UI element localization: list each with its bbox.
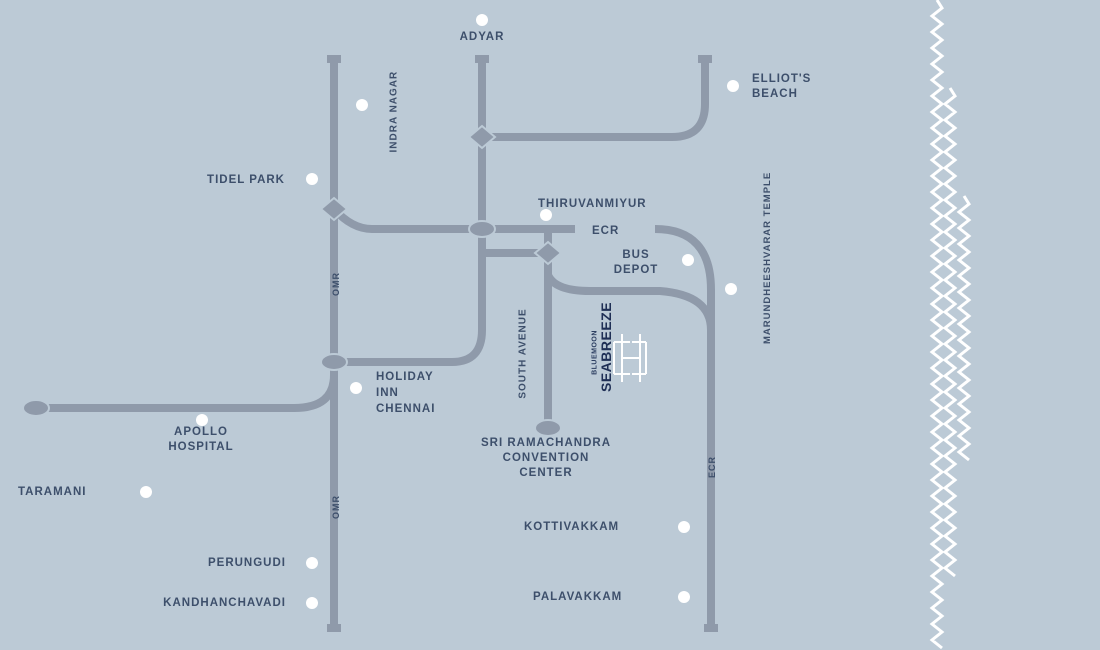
place-label-apollo-hospital: APOLLO HOSPITAL — [168, 426, 234, 453]
place-label-indra-nagar: INDRA NAGAR — [388, 70, 400, 153]
junction-oval — [22, 399, 50, 417]
project-brand: BLUEMOON SEABREEZE — [565, 301, 625, 401]
junction-oval — [320, 353, 348, 371]
place-label-perungudi: PERUNGUDI — [207, 557, 286, 569]
endcap — [327, 55, 341, 63]
road-label-ecr-top: ECR — [592, 225, 620, 237]
taramani-marker[interactable] — [140, 486, 152, 498]
place-label-adyar: ADYAR — [459, 31, 505, 43]
brand-name-big: SEABREEZE — [598, 301, 614, 392]
road-label-ecr-side: ECR — [707, 456, 717, 479]
elliots-beach-marker[interactable] — [727, 80, 739, 92]
bus-depot-marker[interactable] — [682, 254, 694, 266]
thiruvanmiyur-marker[interactable] — [540, 209, 552, 221]
road-endcaps — [327, 55, 718, 632]
junction-diamond — [467, 124, 497, 150]
place-label-sri-ramachandra-convention-center: SRI RAMACHANDRA CONVENTION CENTER — [481, 437, 611, 479]
place-label-elliots-beach: ELLIOT'S BEACH — [752, 73, 812, 100]
endcap — [704, 624, 718, 632]
place-label-kandhanchavadi: KANDHANCHAVADI — [163, 597, 286, 609]
marundheeshvarar-temple-marker[interactable] — [725, 283, 737, 295]
south-avenue-spur — [544, 273, 715, 331]
apollo-hospital-marker[interactable] — [196, 414, 208, 426]
place-label-bus-depot: BUS DEPOT — [613, 249, 659, 276]
endcap — [327, 624, 341, 632]
junction-diamond — [319, 196, 349, 222]
junction-oval — [534, 419, 562, 437]
coast-wave — [942, 87, 958, 578]
junction-oval — [468, 220, 496, 238]
junction-diamond — [533, 240, 563, 266]
place-label-holiday-inn-chennai: HOLIDAY INN CHENNAI — [376, 371, 436, 415]
place-label-tidel-park: TIDEL PARK — [207, 174, 285, 186]
coastline-waves — [929, 0, 972, 650]
palavakkam-marker[interactable] — [678, 591, 690, 603]
kandhanchavadi-marker[interactable] — [306, 597, 318, 609]
junction-nodes — [22, 124, 563, 437]
location-markers — [140, 14, 739, 609]
perungudi-marker[interactable] — [306, 557, 318, 569]
coast-wave — [929, 0, 945, 650]
place-label-palavakkam: PALAVAKKAM — [533, 591, 623, 603]
ecr-cross-road — [331, 206, 575, 233]
kottivakkam-marker[interactable] — [678, 521, 690, 533]
endcap — [475, 55, 489, 63]
apollo-link — [36, 374, 338, 412]
place-label-marundheeshvarar-temple: MARUNDHEESHVARAR TEMPLE — [762, 171, 773, 344]
elliots-beach-road — [482, 58, 709, 141]
place-label-thiruvanmiyur: THIRUVANMIYUR — [538, 198, 647, 210]
place-label-taramani: TARAMANI — [18, 486, 87, 498]
holiday-inn-marker[interactable] — [350, 382, 362, 394]
road-label-omr-upper: OMR — [331, 272, 341, 296]
adyar-marker[interactable] — [476, 14, 488, 26]
place-label-kottivakkam: KOTTIVAKKAM — [524, 521, 620, 533]
building-logo-icon — [613, 334, 647, 382]
ecr-curve — [654, 225, 715, 630]
endcap — [698, 55, 712, 63]
road-label-south-avenue: SOUTH AVENUE — [517, 308, 529, 399]
road-label-omr-lower: OMR — [331, 495, 341, 519]
indra-nagar-marker[interactable] — [356, 99, 368, 111]
coast-wave — [956, 195, 972, 462]
tidel-park-marker[interactable] — [306, 173, 318, 185]
road-network — [36, 58, 715, 630]
